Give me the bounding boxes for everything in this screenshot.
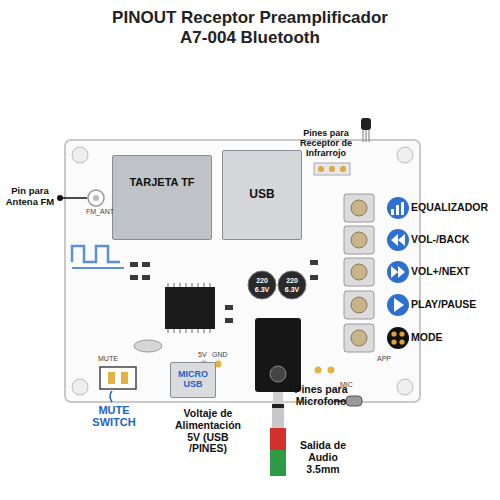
silkscreen-text: MIC bbox=[340, 381, 360, 389]
function-label: VOL+/NEXT bbox=[411, 266, 497, 278]
callout-label: MUTE SWITCH bbox=[84, 404, 144, 429]
callout-label: Salida de Audio 3.5mm bbox=[292, 440, 354, 475]
micro-usb-port: MICRO USB bbox=[170, 362, 216, 398]
silkscreen-text: GND bbox=[212, 351, 234, 359]
silkscreen-text: APP bbox=[377, 355, 399, 363]
capacitor-value: 220 bbox=[251, 277, 273, 285]
callout-label: Pin para Antena FM bbox=[2, 186, 58, 207]
capacitor-value: 220 bbox=[281, 277, 303, 285]
silkscreen-text: 5V bbox=[198, 351, 212, 359]
function-label: EQUALIZADOR bbox=[411, 202, 497, 214]
callout-label: Voltaje de Alimentación 5V (USB /PINES) bbox=[168, 408, 248, 455]
callout-label: Pines para Receptor de Infrarrojo bbox=[293, 128, 359, 158]
capacitor-value: 6.3V bbox=[251, 286, 273, 294]
part-label: MICRO USB bbox=[174, 370, 212, 390]
part-label: USB bbox=[249, 188, 274, 201]
title: PINOUT Receptor Preamplificador A7-004 B… bbox=[110, 8, 390, 49]
function-label: VOL-/BACK bbox=[411, 234, 497, 246]
function-label: PLAY/PAUSE bbox=[411, 299, 497, 311]
tf-card-slot: TARJETA TF bbox=[112, 155, 212, 240]
function-label: MODE bbox=[411, 332, 497, 344]
silkscreen-text: MUTE bbox=[98, 355, 128, 363]
usb-port: USB bbox=[222, 150, 302, 240]
capacitor-value: 6.3V bbox=[281, 286, 303, 294]
silkscreen-text: FM_ANT bbox=[80, 208, 120, 216]
part-label: TARJETA TF bbox=[129, 176, 194, 188]
